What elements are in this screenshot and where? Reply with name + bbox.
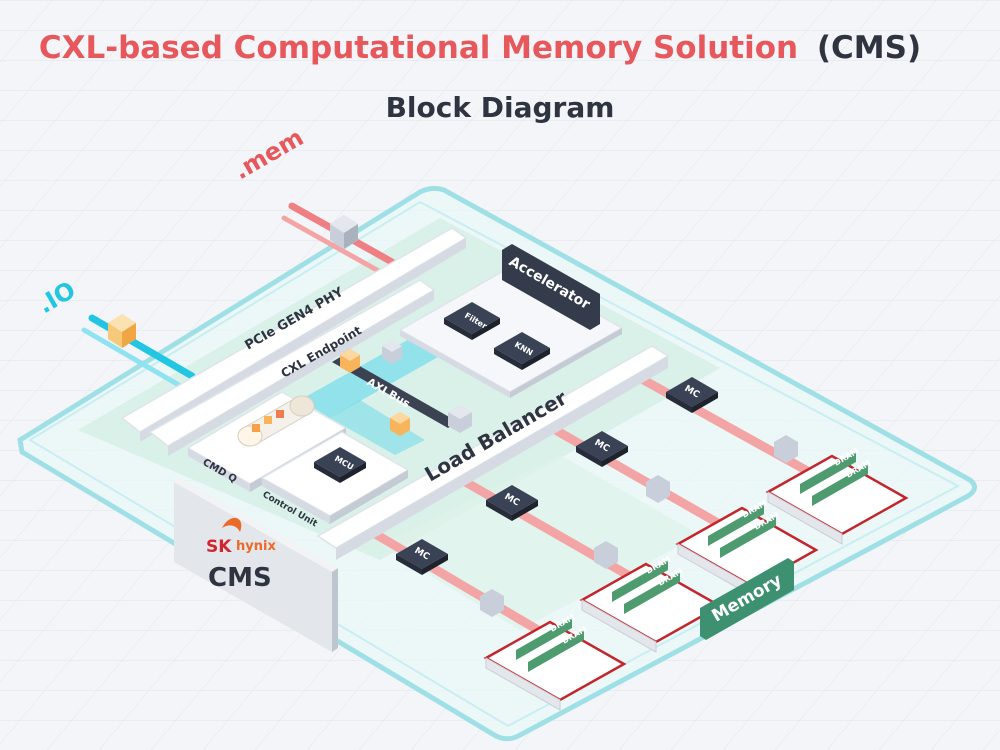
filter-chip: Filter — [444, 302, 500, 340]
memory-controllers: MC MC MC MC — [396, 377, 718, 575]
dram-tray: DRAM DRAM — [765, 446, 909, 545]
cxl-cube — [382, 340, 402, 364]
diagram-subtitle: Block Diagram — [386, 91, 615, 124]
title-suffix: (CMS) — [817, 30, 921, 66]
diagram-title: CXL-based Computational Memory Solution … — [39, 30, 921, 66]
mc-chip: MC — [396, 539, 448, 575]
title-colored: CXL-based Computational Memory Solution — [39, 30, 798, 66]
mc-chip: MC — [576, 431, 628, 467]
cms-brand-text: CMS — [208, 563, 272, 593]
mem-cube — [330, 215, 358, 249]
mcu-chip: MCU — [314, 447, 366, 483]
axi-cube-top — [340, 349, 360, 373]
cmd-queue-tube — [237, 395, 315, 447]
hynix-text: hynix — [236, 539, 276, 554]
axi-bus-block: AXI Bus — [332, 340, 472, 436]
sk-logo — [222, 517, 242, 532]
mc-chip: MC — [486, 485, 538, 521]
sk-hynix-sign: SK hynix CMS — [174, 478, 338, 652]
control-unit-block: MCU Control Unit — [260, 431, 410, 530]
axi-cube-grey — [448, 405, 472, 433]
io-cube — [108, 314, 136, 348]
sk-text: SK — [206, 537, 232, 557]
axi-cube-bottom — [390, 412, 410, 436]
mc-chip: MC — [666, 377, 718, 413]
knn-chip: KNN — [494, 332, 550, 370]
link-cubes — [480, 435, 798, 617]
